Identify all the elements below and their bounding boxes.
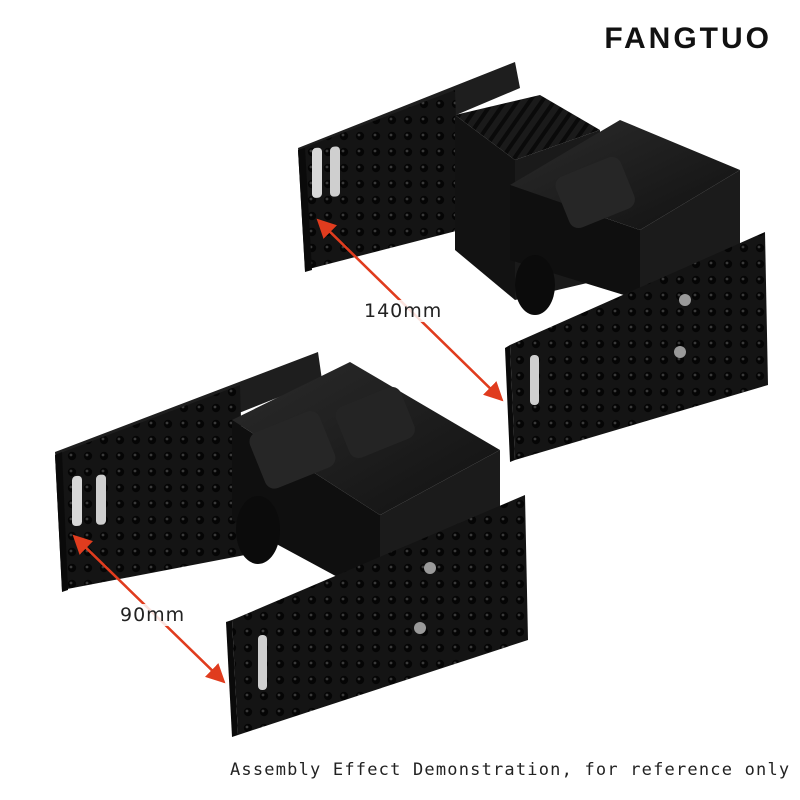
dimension-label-140mm: 140mm xyxy=(362,300,445,322)
cage-assembly-wide xyxy=(298,62,768,462)
brand-logo: FANGTUO xyxy=(604,22,772,55)
caption-text: Assembly Effect Demonstration, for refer… xyxy=(230,760,791,780)
cage-assembly-narrow xyxy=(55,352,528,737)
dimension-label-90mm: 90mm xyxy=(118,604,188,626)
